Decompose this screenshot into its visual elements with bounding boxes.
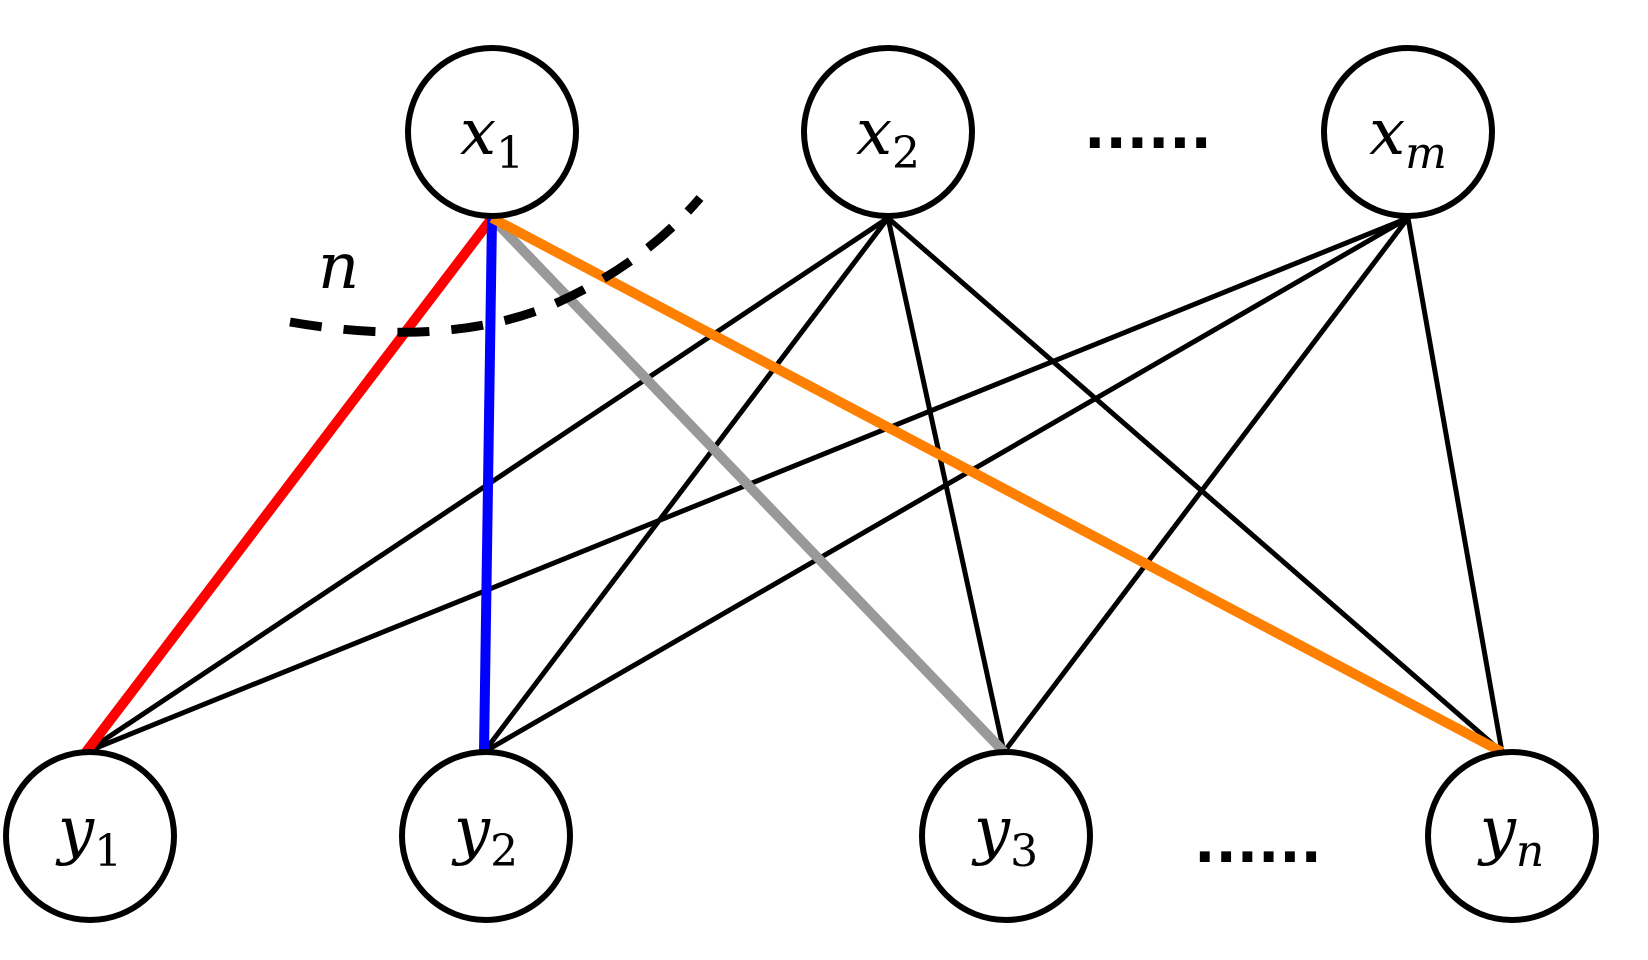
node-y2-sub: 2 [490, 826, 518, 877]
edge-x1-yn [489, 213, 1505, 757]
svg-text:yn: yn [1477, 794, 1545, 877]
edges-layer [82, 213, 1505, 757]
node-xm: xm [1321, 45, 1495, 219]
svg-text:y2: y2 [451, 794, 518, 877]
svg-text:y3: y3 [971, 794, 1038, 877]
node-y3-base: y [971, 794, 1011, 868]
node-xm-base: x [1369, 96, 1405, 170]
node-x2-base: x [856, 96, 892, 170]
edge-x2-y2 [482, 216, 890, 754]
node-x1-base: x [460, 96, 496, 170]
node-y1: y1 [3, 749, 177, 923]
bottom-ellipsis: ...... [1194, 811, 1322, 876]
edge-xm-y3 [1002, 216, 1410, 754]
node-y1-base: y [55, 794, 95, 868]
top-ellipsis: ...... [1084, 97, 1212, 162]
node-y3-sub: 3 [1010, 826, 1038, 877]
svg-text:x1: x1 [460, 96, 524, 179]
node-yn: yn [1425, 749, 1599, 923]
svg-text:y1: y1 [55, 794, 122, 877]
node-y1-sub: 1 [94, 826, 122, 877]
node-y2: y2 [399, 749, 573, 923]
node-yn-base: y [1477, 794, 1517, 868]
svg-text:x2: x2 [856, 96, 920, 179]
edge-x1-y1 [82, 214, 496, 756]
edge-x1-y2 [479, 217, 497, 753]
node-x1: x1 [405, 45, 579, 219]
edge-x1-y3 [488, 214, 1008, 756]
node-xm-sub: m [1405, 128, 1447, 179]
node-x2: x2 [801, 45, 975, 219]
edge-xm-y2 [482, 215, 1410, 755]
arc-label: n [318, 230, 359, 304]
node-yn-sub: n [1516, 826, 1544, 877]
svg-text:xm: xm [1369, 96, 1447, 179]
node-x2-sub: 2 [892, 128, 920, 179]
degree-arc [289, 195, 704, 337]
edge-x2-yn [886, 216, 1504, 754]
node-x1-sub: 1 [496, 128, 524, 179]
node-y2-base: y [451, 794, 491, 868]
edge-xm-yn [1405, 217, 1505, 753]
node-y3: y3 [919, 749, 1093, 923]
